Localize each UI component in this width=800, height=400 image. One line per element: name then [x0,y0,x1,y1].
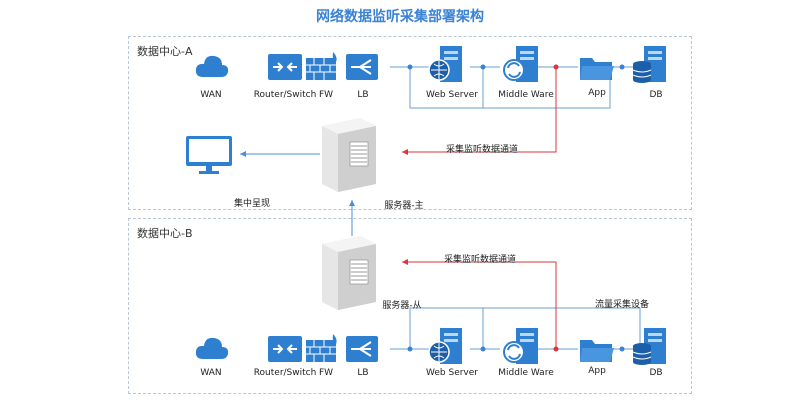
channel-b-label: 采集监听数据通道 [443,255,517,265]
datacenter-b-label: 数据中心-B [137,227,193,240]
diagram-title: 网络数据监听采集部署架构 [316,9,484,25]
zone-a-dots [407,64,625,70]
app-folder-icon-b [580,340,614,362]
db-label-a: DB [649,90,663,100]
channel-a-label: 采集监听数据通道 [445,145,519,155]
firewall-icon-b [306,334,337,362]
db-label-b: DB [649,368,663,378]
fw-label-b: FW [318,368,334,378]
middleware-label-b: Middle Ware [498,368,554,378]
router-switch-icon-a [268,54,302,80]
app-label-a: App [588,88,606,98]
wan-label-a: WAN [200,90,222,100]
datacenter-a-zone [128,36,692,210]
server-main-label: 服务器-主 [384,201,424,211]
wan-cloud-icon-b [195,337,229,359]
server-main-icon [322,118,376,192]
app-label-b: App [588,366,606,376]
datacenter-a-label: 数据中心-A [137,45,193,58]
router-switch-label-b: Router/Switch [253,368,317,378]
fw-label-a: FW [318,90,334,100]
lb-label-b: LB [357,368,369,378]
database-icon-b [632,328,666,365]
wan-label-b: WAN [200,368,222,378]
web-server-icon-b [428,328,462,364]
load-balancer-icon-b [346,336,378,362]
channel-b-line [402,259,557,349]
wan-cloud-icon-a [195,55,229,77]
middleware-icon-a [503,46,538,82]
monitor-label: 集中呈现 [233,199,271,209]
tap-device-label: 流量采集设备 [594,300,650,310]
server-backup-icon [322,236,376,310]
app-folder-icon-a [580,58,614,80]
firewall-icon-a [306,52,337,80]
router-switch-label-a: Router/Switch [253,90,317,100]
load-balancer-icon-a [346,54,378,80]
monitor-icon [186,136,232,174]
middleware-label-a: Middle Ware [498,90,554,100]
web-server-icon-a [428,46,462,82]
middleware-icon-b [503,328,538,364]
database-icon-a [632,46,666,83]
datacenter-b-zone [128,218,692,394]
web-server-label-a: Web Server [426,90,478,100]
router-switch-icon-b [268,336,302,362]
lb-label-a: LB [357,90,369,100]
server-backup-label: 服务器-从 [382,301,422,311]
web-server-label-b: Web Server [426,368,478,378]
channel-a-line [402,67,557,155]
